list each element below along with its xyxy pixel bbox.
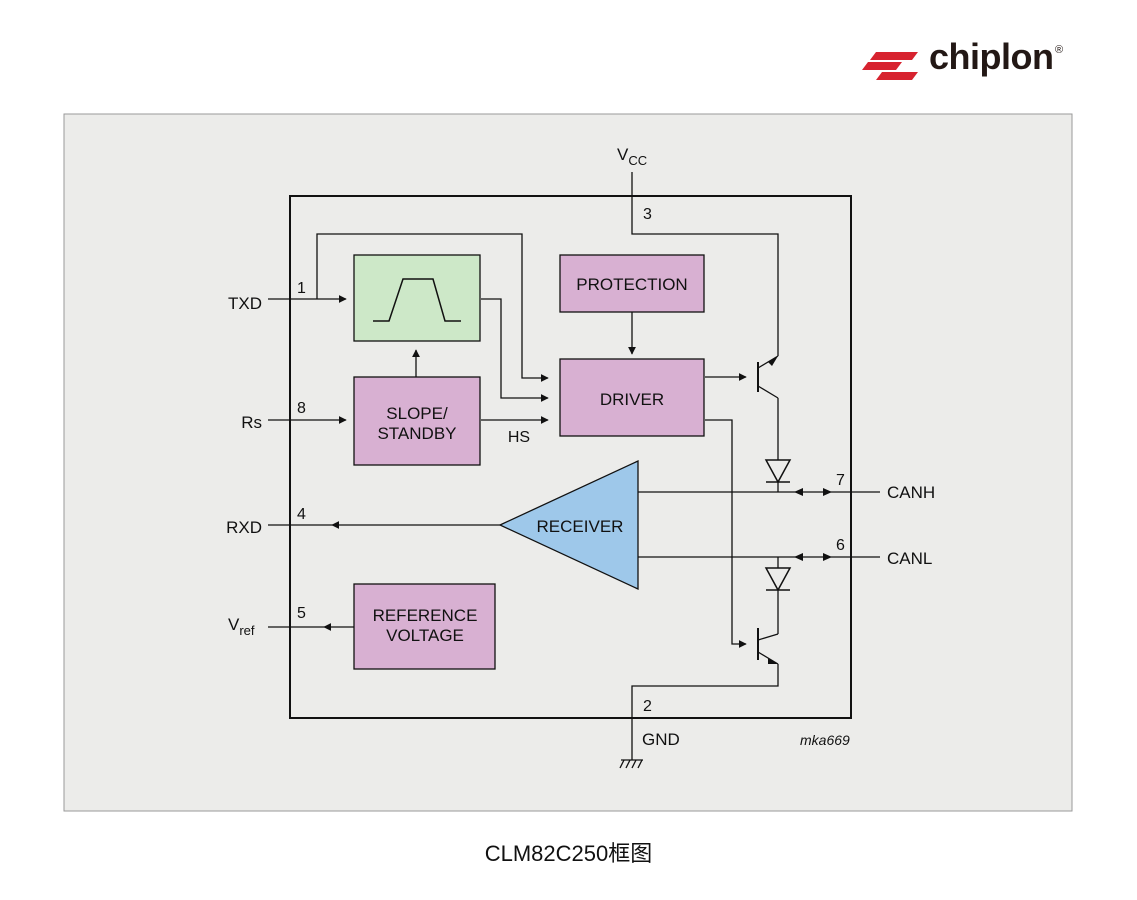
filter-waveform-icon bbox=[373, 278, 461, 322]
pin-5-number: 5 bbox=[297, 605, 306, 622]
pin-6-number: 6 bbox=[836, 537, 845, 554]
hs-label: HS bbox=[508, 429, 530, 446]
txd-label: TXD bbox=[228, 294, 262, 313]
canl-label: CANL bbox=[887, 549, 932, 568]
brand-name: chiplon bbox=[929, 36, 1054, 77]
slope-label-line2: STANDBY bbox=[377, 424, 456, 443]
driver-label: DRIVER bbox=[600, 390, 664, 409]
vcc-label: VCC bbox=[617, 145, 647, 168]
pin-1-number: 1 bbox=[297, 280, 306, 297]
receiver-label: RECEIVER bbox=[537, 517, 624, 536]
diagram-panel bbox=[63, 113, 1073, 812]
rxd-label: RXD bbox=[226, 518, 262, 537]
chip-outline bbox=[289, 195, 852, 719]
registered-mark: ® bbox=[1055, 44, 1064, 56]
lower-diode-icon bbox=[764, 567, 792, 592]
pin-7-number: 7 bbox=[836, 472, 845, 489]
reference-label-line1: REFERENCE bbox=[373, 606, 478, 625]
rs-label: Rs bbox=[241, 413, 262, 432]
pin-3-number: 3 bbox=[643, 206, 652, 223]
pin-2-number: 2 bbox=[643, 698, 652, 715]
slope-label-line1: SLOPE/ bbox=[386, 404, 448, 423]
figure-caption: CLM82C250框图 bbox=[484, 841, 653, 866]
upper-diode-icon bbox=[764, 459, 792, 484]
slope-standby-block bbox=[353, 376, 481, 466]
figure-code: mka669 bbox=[800, 732, 850, 748]
reference-voltage-block bbox=[353, 583, 496, 670]
protection-block bbox=[559, 254, 705, 313]
chiplon-logo-icon bbox=[862, 52, 918, 80]
canh-label: CANH bbox=[887, 483, 935, 502]
vref-label: Vref bbox=[228, 615, 255, 638]
ground-icon bbox=[619, 759, 643, 769]
slope-filter-block bbox=[353, 254, 481, 342]
gnd-label: GND bbox=[642, 730, 680, 749]
driver-block bbox=[559, 358, 705, 437]
pin-8-number: 8 bbox=[297, 400, 306, 417]
pin-4-number: 4 bbox=[297, 506, 306, 523]
protection-label: PROTECTION bbox=[576, 275, 687, 294]
reference-label-line2: VOLTAGE bbox=[386, 626, 464, 645]
receiver-block bbox=[498, 459, 639, 591]
